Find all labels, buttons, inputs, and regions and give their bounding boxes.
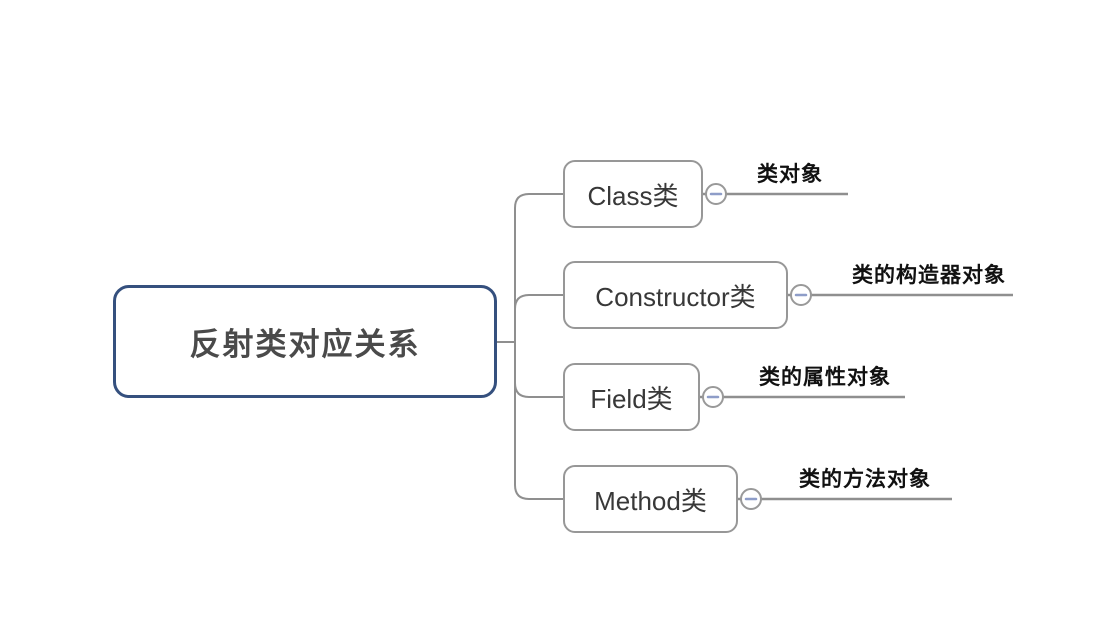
connector-branch-field — [514, 342, 563, 398]
collapse-icon[interactable] — [740, 488, 762, 510]
node-class[interactable]: Class类 — [563, 160, 703, 228]
node-constructor[interactable]: Constructor类 — [563, 261, 788, 329]
collapse-icon[interactable] — [790, 284, 812, 306]
connector-branch-constructor — [514, 294, 563, 342]
collapse-icon[interactable] — [705, 183, 727, 205]
leaf-field-object[interactable]: 类的属性对象 — [759, 366, 891, 389]
leaf-constructor-object[interactable]: 类的构造器对象 — [852, 264, 1006, 287]
leaf-method-object[interactable]: 类的方法对象 — [799, 468, 931, 491]
node-field[interactable]: Field类 — [563, 363, 700, 431]
collapse-icon[interactable] — [702, 386, 724, 408]
root-node[interactable]: 反射类对应关系 — [113, 285, 497, 398]
connector-branch-class — [514, 193, 563, 342]
leaf-class-object[interactable]: 类对象 — [757, 163, 823, 186]
node-method[interactable]: Method类 — [563, 465, 738, 533]
connector-branch-method — [514, 342, 563, 500]
